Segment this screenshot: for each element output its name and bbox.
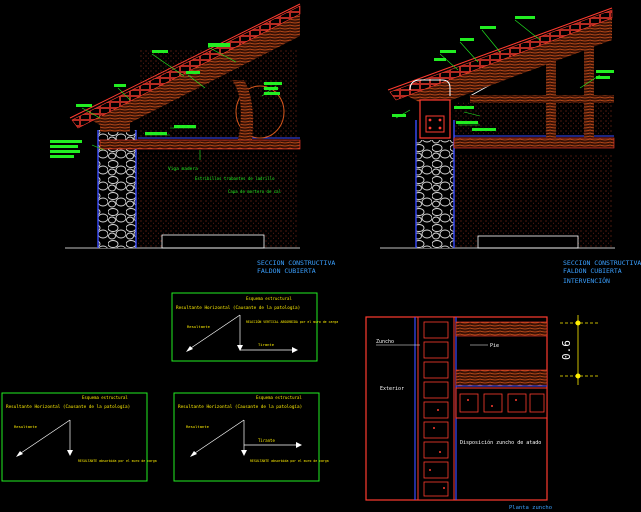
- dimension-value: 0.6: [560, 340, 573, 360]
- plan-caption: Planta zuncho: [509, 505, 552, 511]
- dimension-marker: 0.6: [560, 315, 600, 385]
- scheme-top-title: Resultante Horizontal (Causante de la pa…: [176, 304, 300, 311]
- right-green-labels: [392, 16, 614, 131]
- scheme-right-title: Resultante Horizontal (Causante de la pa…: [178, 403, 302, 410]
- left-eave-block: [100, 116, 130, 132]
- left-label-viga: Viga madera: [168, 166, 198, 172]
- right-section-title: SECCION CONSTRUCTIVA FALDON CUBIERTA INT…: [563, 259, 641, 285]
- left-beam: [99, 139, 301, 150]
- scheme-top-frame: [171, 292, 318, 362]
- right-title-line2: FALDON CUBIERTA: [563, 267, 622, 275]
- left-label-capa: Capa de mortero de cal: [228, 189, 282, 194]
- left-green-labels: [50, 43, 282, 158]
- plan-zuncho: Zuncho Pie Exterior Disposición zuncho d…: [365, 316, 552, 511]
- scheme-top-resultante: Resultante: [187, 324, 211, 329]
- scheme-right-resultante: Resultante: [186, 424, 210, 429]
- right-ring-beam-core: [425, 115, 445, 133]
- left-section-title: SECCION CONSTRUCTIVA FALDON CUBIERTA: [257, 259, 335, 275]
- right-roof-tiles: [389, 9, 613, 101]
- scheme-top-reaccion: REACCIÓN VERTICAL ABSORBIDA por el muro …: [246, 319, 338, 324]
- left-roof-top-line: [69, 3, 301, 119]
- plan-stirrups: [423, 321, 449, 497]
- left-post: [232, 80, 253, 140]
- scheme-left-frame: [1, 392, 148, 482]
- right-title-line3: INTERVENCIÓN: [563, 276, 610, 285]
- scheme-top-tirante: Tirante: [258, 342, 275, 347]
- right-roof-top-line: [387, 7, 613, 91]
- right-post-2: [584, 44, 594, 138]
- right-post-1: [546, 58, 556, 138]
- right-beam: [453, 137, 615, 149]
- right-section-drawing: [380, 7, 615, 249]
- left-title-line2: FALDON CUBIERTA: [257, 267, 316, 275]
- left-stone-wall: [98, 130, 136, 248]
- scheme-left-resultante: Resultante: [14, 424, 38, 429]
- scheme-left: Esquema estructural Resultante Horizonta…: [1, 392, 157, 482]
- right-gutter: [409, 79, 451, 96]
- right-stone-wall: [416, 140, 454, 248]
- right-tie-beam: [470, 95, 614, 103]
- right-masonry-infill: [455, 155, 613, 247]
- scheme-right: Esquema estructural Resultante Horizonta…: [173, 392, 329, 482]
- right-base-void: [477, 235, 579, 249]
- scheme-left-header: Esquema estructural: [82, 395, 128, 400]
- plan-beam-top: [455, 321, 548, 337]
- right-title-line1: SECCION CONSTRUCTIVA: [563, 259, 641, 267]
- left-base-void: [161, 234, 265, 249]
- plan-label-disposicion: Disposición zuncho de atado: [460, 439, 541, 446]
- scheme-top-header: Esquema estructural: [246, 296, 292, 301]
- plan-label-zuncho: Zuncho: [376, 339, 394, 345]
- scheme-right-header: Esquema estructural: [256, 395, 302, 400]
- scheme-top: Esquema estructural Resultante Horizonta…: [171, 292, 338, 362]
- scheme-right-frame: [173, 392, 320, 482]
- plan-label-exterior: Exterior: [380, 386, 404, 392]
- scheme-left-reaccion: RESULTANTE absorbida por el muro de carg…: [78, 459, 157, 463]
- left-label-estribos: Estribillos trabantes de ladrillo: [195, 176, 275, 181]
- plan-label-pie: Pie: [490, 343, 499, 349]
- left-section-drawing: Viga madera Estribillos trabantes de lad…: [50, 3, 301, 249]
- scheme-right-reaccion: RESULTANTE absorbida por el muro de carg…: [250, 459, 329, 463]
- scheme-right-tirante: Tirante: [258, 438, 275, 443]
- left-masonry-infill: [135, 152, 297, 247]
- left-title-line1: SECCION CONSTRUCTIVA: [257, 259, 335, 267]
- plan-beam-mid: [455, 369, 548, 387]
- plan-ring-band: [417, 316, 455, 501]
- plan-ring-horizontal: [455, 387, 548, 419]
- scheme-left-title: Resultante Horizontal (Causante de la pa…: [6, 403, 130, 410]
